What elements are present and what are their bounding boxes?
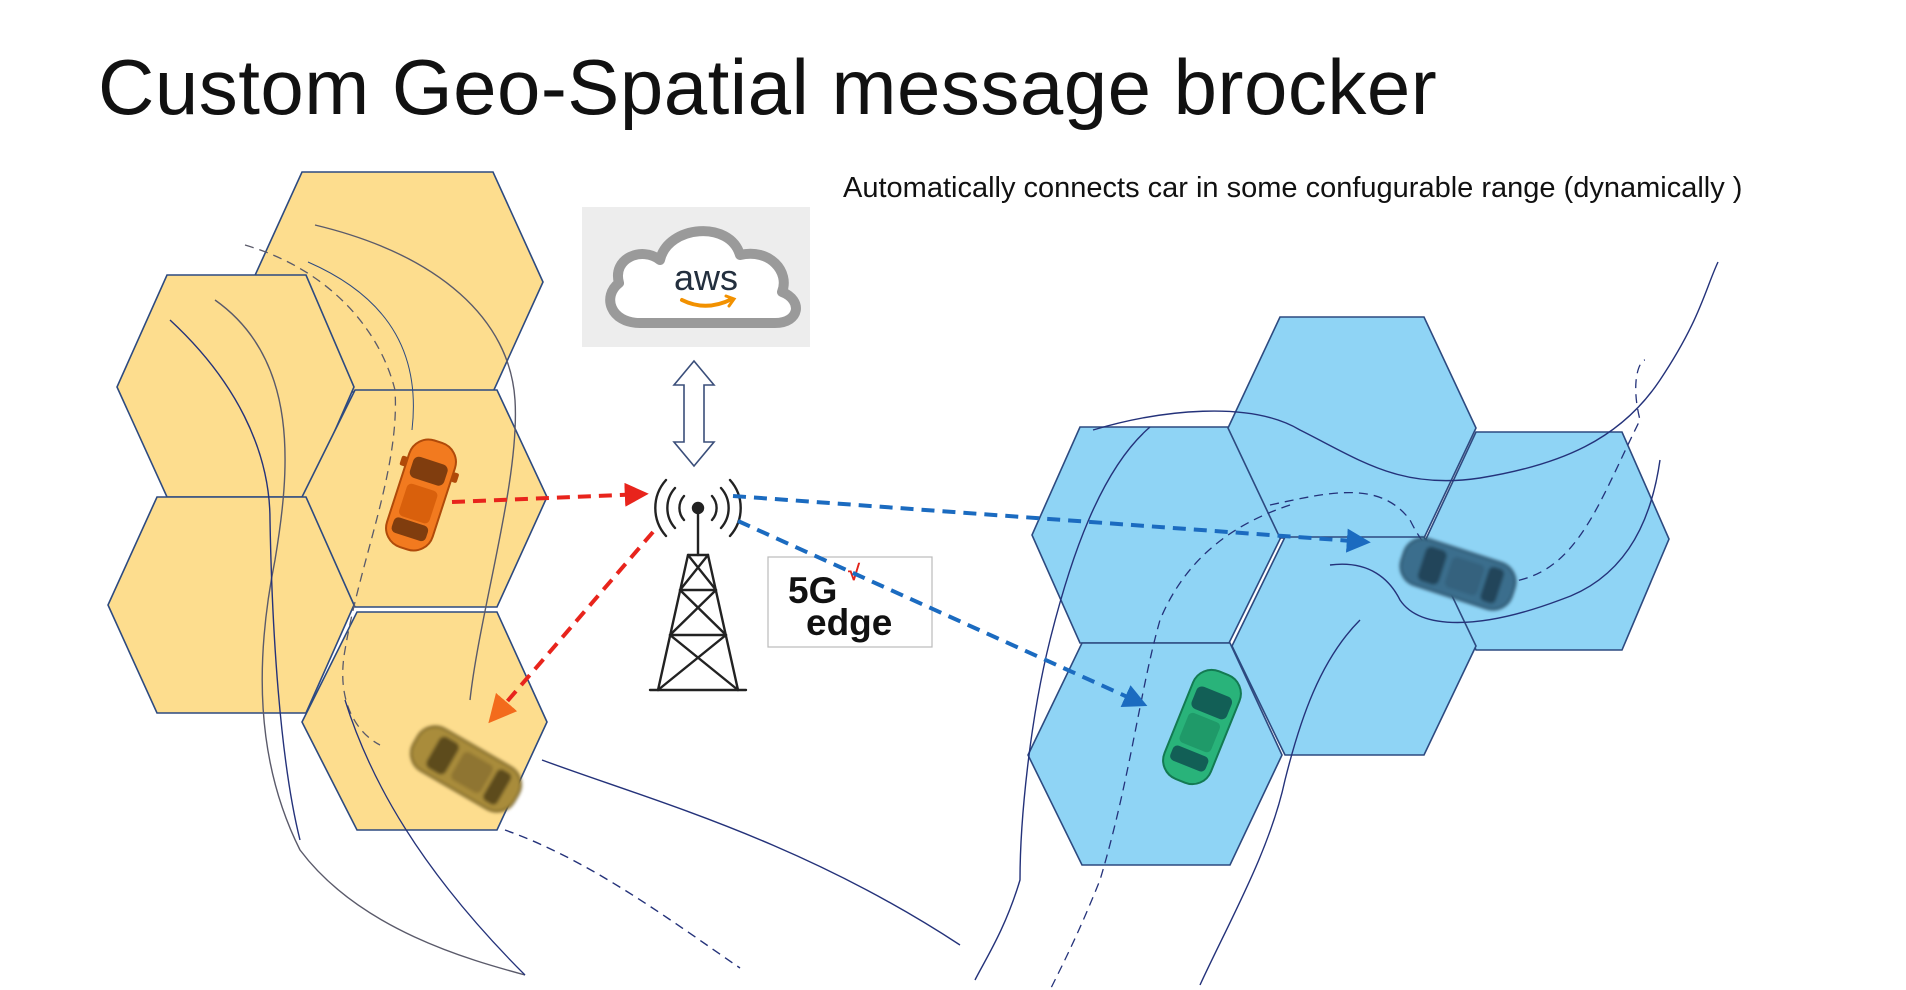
road-line: [1269, 359, 1646, 583]
aws-label: aws: [674, 257, 738, 298]
cloud-icon: [605, 226, 801, 328]
road-line: [541, 759, 961, 946]
road-line: [504, 829, 741, 969]
blue-dashed-arrow-tower-to-green-car: [737, 519, 1148, 708]
road-line: [169, 319, 301, 841]
hex-cell: [1227, 316, 1477, 539]
cell-tower-icon: [648, 478, 748, 692]
slide-title: Custom Geo-Spatial message brocker: [98, 43, 1438, 131]
road-line: [214, 299, 526, 976]
5g-edge-logo: 5G √ edge: [767, 556, 933, 648]
hex-cell: [1027, 642, 1283, 866]
road-line: [307, 261, 414, 431]
double-arrow-icon: [672, 359, 716, 468]
slide-subtitle: Automatically connects car in some confu…: [843, 172, 1743, 204]
road-line: [314, 224, 517, 701]
orange-car-icon: [385, 438, 459, 552]
olive-car-icon: [410, 725, 522, 813]
road-line: [974, 426, 1151, 981]
road-line: [1199, 619, 1361, 986]
red-dashed-arrow-car-to-tower: [451, 482, 649, 507]
road-line: [244, 244, 397, 746]
road-line: [1092, 261, 1719, 482]
5g-label: 5G: [788, 570, 837, 611]
blue-dashed-arrow-tower-to-far-car: [732, 494, 1371, 553]
aws-logo: aws: [582, 207, 810, 347]
edge-label: edge: [806, 602, 892, 643]
green-car-icon: [1162, 668, 1242, 786]
road-line: [344, 699, 526, 976]
hex-cell: [107, 496, 355, 714]
road-line: [1329, 459, 1661, 624]
right-hex-cluster: [974, 261, 1719, 990]
dark-blue-car-icon: [1399, 537, 1517, 611]
road-line: [1049, 504, 1291, 990]
aws-smile: [680, 297, 734, 308]
